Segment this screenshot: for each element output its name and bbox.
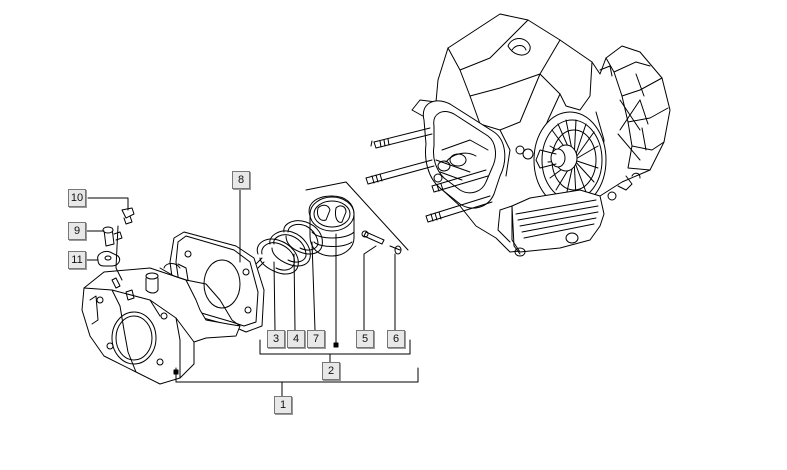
- cylinder-studs: [365, 127, 493, 223]
- part-label-1: 1: [274, 396, 292, 414]
- cylinder: [81, 263, 241, 385]
- piston: [308, 195, 355, 257]
- part-label-10: 10: [68, 189, 86, 207]
- piston-pin: [305, 181, 409, 255]
- sealing-washer: [97, 251, 121, 267]
- part-label-7: 7: [307, 330, 325, 348]
- piston-rings: [255, 220, 323, 275]
- part-label-2: 2: [322, 362, 340, 380]
- banjo-fitting: [102, 226, 123, 247]
- part-label-5: 5: [356, 330, 374, 348]
- part-label-3: 3: [267, 330, 285, 348]
- oil-fitting-bolt: [121, 207, 135, 225]
- part-label-11: 11: [68, 251, 86, 269]
- part-label-9: 9: [68, 222, 86, 240]
- leader-lines: [83, 187, 419, 397]
- engine-crankcase: [411, 13, 671, 257]
- part-label-6: 6: [387, 330, 405, 348]
- part-label-8: 8: [232, 171, 250, 189]
- part-label-4: 4: [287, 330, 305, 348]
